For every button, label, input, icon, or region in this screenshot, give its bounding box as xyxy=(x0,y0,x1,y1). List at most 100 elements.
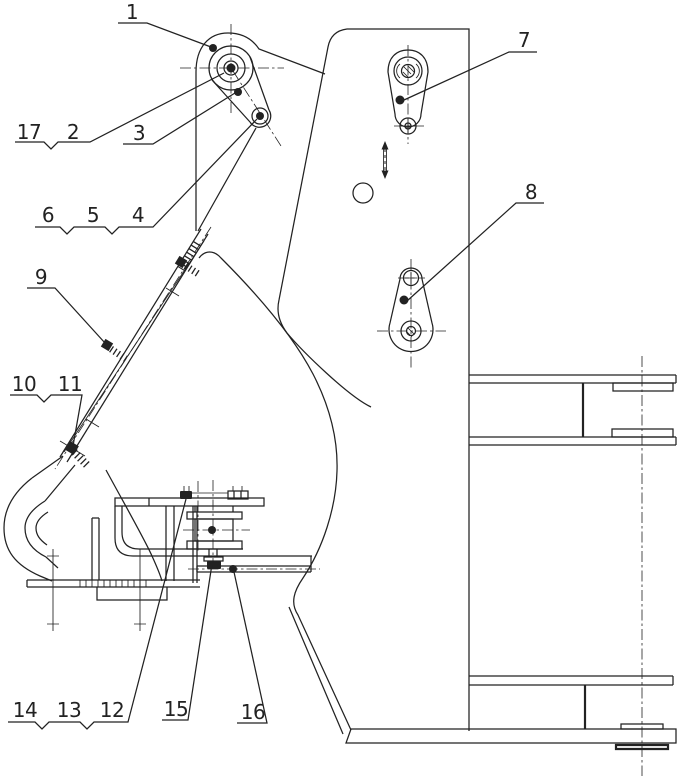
leader-7 xyxy=(403,51,537,101)
spool-center-dot xyxy=(208,526,216,534)
base-band-hatch xyxy=(79,580,147,587)
hook-innermost-arc xyxy=(35,511,49,546)
leg-inner-edge xyxy=(288,606,344,735)
hook-outer-arc xyxy=(3,477,53,582)
leader-1 xyxy=(118,22,212,48)
leader-9 xyxy=(27,287,106,344)
spool-flange-bottom xyxy=(186,540,243,550)
j-bracket-inner xyxy=(121,506,243,550)
upper-rail-plate-bottom xyxy=(611,428,674,438)
roller-assembly xyxy=(114,480,320,583)
callout-7: 7 xyxy=(518,28,530,52)
hook-assembly xyxy=(3,455,200,631)
main-plate-outline xyxy=(198,28,677,744)
callout-8: 8 xyxy=(525,180,537,204)
callout-13: 13 xyxy=(57,698,81,722)
upper-rail-top-bar xyxy=(469,374,677,384)
lower-rail-plate-under xyxy=(614,743,670,751)
link-end-arc xyxy=(249,109,272,128)
plate-edge xyxy=(277,28,470,731)
callout-15: 15 xyxy=(164,697,188,721)
leader-17-2 xyxy=(15,72,225,150)
base-band xyxy=(26,579,200,588)
upper-link-7 xyxy=(387,45,429,144)
leader-10-11 xyxy=(10,394,83,447)
upper-rail-bottom-bar xyxy=(469,436,677,446)
bolt-15-nut xyxy=(207,561,221,569)
callout-10: 10 xyxy=(12,372,36,396)
plate-hole xyxy=(352,182,374,204)
bolt-block-stubs xyxy=(232,486,243,491)
rack-edge-2 xyxy=(59,228,202,458)
lobe-right-edge xyxy=(197,127,257,232)
leader-8 xyxy=(406,202,544,302)
adjustment-arrow xyxy=(381,141,389,179)
bolt-12 xyxy=(180,491,192,499)
bolt-block xyxy=(227,490,249,500)
leader-lines xyxy=(8,22,544,730)
lobe-outline xyxy=(195,32,326,231)
thread-hatch-mid-collar xyxy=(109,346,128,362)
lower-rail-top-bar xyxy=(469,675,674,686)
target-dot-7 xyxy=(395,95,405,105)
target-dot-1 xyxy=(209,44,217,52)
bolt-mark-left xyxy=(47,549,59,631)
rack-centerline xyxy=(54,226,212,470)
callout-16: 16 xyxy=(241,700,265,724)
target-dot-16 xyxy=(229,565,237,573)
base-plate xyxy=(345,728,677,744)
leader-15 xyxy=(162,563,213,721)
top-pivot-lobe xyxy=(180,24,326,232)
thread-hatch-top-collar xyxy=(184,263,202,278)
callout-labels: 1 17 2 3 6 5 4 7 8 9 10 11 14 13 12 15 1… xyxy=(12,0,538,724)
hook-inner-arc xyxy=(24,500,59,569)
link-pin-dot xyxy=(256,112,264,120)
double-arrow-shaft xyxy=(383,148,387,172)
upper-rail-plate-top xyxy=(612,382,674,392)
leader-14-13-12 xyxy=(8,498,187,730)
callout-12: 12 xyxy=(100,698,124,722)
tie-rod xyxy=(196,565,312,573)
leader-6-5-4 xyxy=(35,118,258,235)
link7-hub-arcs xyxy=(396,63,420,79)
leader-16 xyxy=(233,571,268,724)
lower-link-8 xyxy=(377,259,446,369)
rack-edge-1 xyxy=(66,233,209,463)
body-curve xyxy=(198,251,352,731)
rack-tick-2 xyxy=(85,418,100,428)
callout-9: 9 xyxy=(35,265,47,289)
double-arrow-icon xyxy=(381,141,389,179)
bolt-15-washer xyxy=(203,556,224,562)
side-rails-upper xyxy=(469,374,677,446)
lower-rail-plate xyxy=(620,723,664,730)
hook-rib xyxy=(91,517,100,580)
link-centerline xyxy=(232,70,282,147)
link-edges xyxy=(211,56,270,123)
spool-neck xyxy=(194,506,234,512)
callout-11: 11 xyxy=(58,372,82,396)
rack-tick-1 xyxy=(165,287,180,297)
callout-5: 5 xyxy=(87,203,99,227)
callout-14: 14 xyxy=(13,698,37,722)
thread-hatch-bottom xyxy=(71,449,91,469)
callout-1: 1 xyxy=(126,0,138,24)
j-bracket-outer xyxy=(114,506,312,557)
rack-tick-3 xyxy=(59,440,86,457)
bolt-12-stubs xyxy=(183,486,190,491)
diagonal-rack xyxy=(54,226,212,470)
bolt-mark-right xyxy=(134,549,146,631)
rack-bolt-top xyxy=(174,255,188,269)
link-pin xyxy=(251,107,269,125)
link7-hub-hatch xyxy=(402,65,415,79)
callout-17: 17 xyxy=(17,120,41,144)
hook-top-edge xyxy=(31,455,76,502)
target-dot-8 xyxy=(399,295,409,305)
leader-3 xyxy=(123,92,236,145)
top-plate xyxy=(114,497,265,507)
callout-2: 2 xyxy=(67,120,79,144)
callout-3: 3 xyxy=(133,121,145,145)
spool-flange-top xyxy=(186,511,243,520)
callout-4: 4 xyxy=(132,203,144,227)
